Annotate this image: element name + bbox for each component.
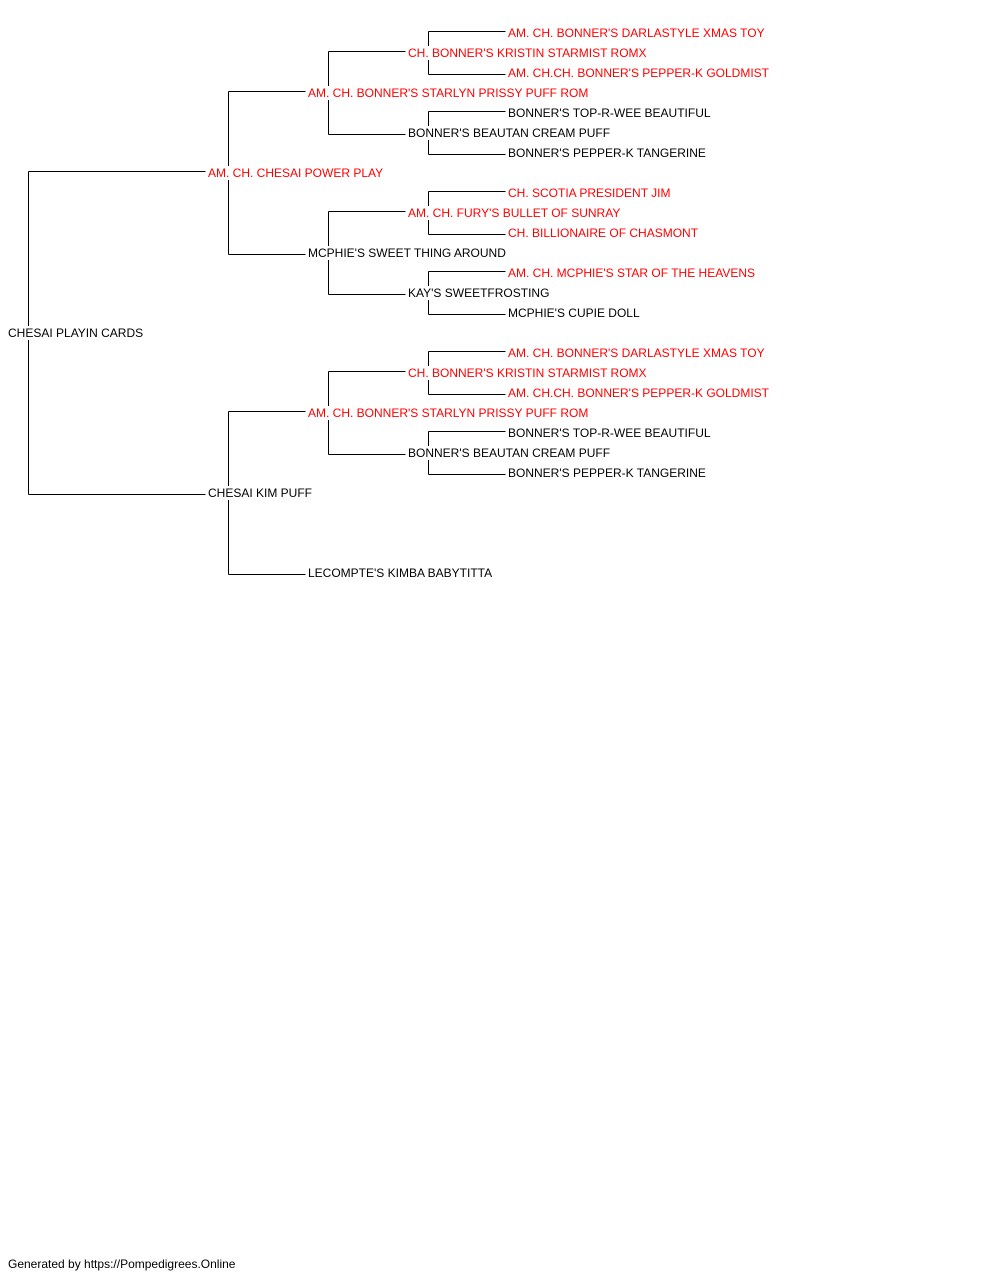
pedigree-name: CH. BONNER'S KRISTIN STARMIST ROMX (407, 46, 648, 60)
pedigree-name: AM. CH. BONNER'S DARLASTYLE XMAS TOY (507, 26, 766, 40)
pedigree-name: MCPHIE'S SWEET THING AROUND (307, 246, 507, 260)
pedigree-name: KAY'S SWEETFROSTING (407, 286, 551, 300)
pedigree-name: BONNER'S BEAUTAN CREAM PUFF (407, 126, 612, 140)
pedigree-name: CH. BILLIONAIRE OF CHASMONT (507, 226, 700, 240)
pedigree-name: AM. CH.CH. BONNER'S PEPPER-K GOLDMIST (507, 386, 770, 400)
pedigree-name: AM. CH. CHESAI POWER PLAY (207, 166, 385, 180)
pedigree-name: CH. BONNER'S KRISTIN STARMIST ROMX (407, 366, 648, 380)
pedigree-name: LECOMPTE'S KIMBA BABYTITTA (307, 566, 494, 580)
pedigree-name: BONNER'S BEAUTAN CREAM PUFF (407, 446, 612, 460)
pedigree-name: AM. CH. FURY'S BULLET OF SUNRAY (407, 206, 622, 220)
pedigree-name: AM. CH. BONNER'S DARLASTYLE XMAS TOY (507, 346, 766, 360)
pedigree-name: BONNER'S PEPPER-K TANGERINE (507, 466, 707, 480)
pedigree-name: BONNER'S PEPPER-K TANGERINE (507, 146, 707, 160)
footer-credit: Generated by https://Pompedigrees.Online (8, 1257, 236, 1271)
pedigree-name: MCPHIE'S CUPIE DOLL (507, 306, 641, 320)
pedigree-name: CHESAI PLAYIN CARDS (7, 326, 145, 340)
pedigree-name: AM. CH. MCPHIE'S STAR OF THE HEAVENS (507, 266, 756, 280)
pedigree-name: CHESAI KIM PUFF (207, 486, 314, 500)
pedigree-name: AM. CH. BONNER'S STARLYN PRISSY PUFF ROM (307, 406, 590, 420)
pedigree-name: BONNER'S TOP-R-WEE BEAUTIFUL (507, 106, 712, 120)
pedigree-name: BONNER'S TOP-R-WEE BEAUTIFUL (507, 426, 712, 440)
pedigree-name: AM. CH.CH. BONNER'S PEPPER-K GOLDMIST (507, 66, 770, 80)
pedigree-name: CH. SCOTIA PRESIDENT JIM (507, 186, 672, 200)
pedigree-name: AM. CH. BONNER'S STARLYN PRISSY PUFF ROM (307, 86, 590, 100)
